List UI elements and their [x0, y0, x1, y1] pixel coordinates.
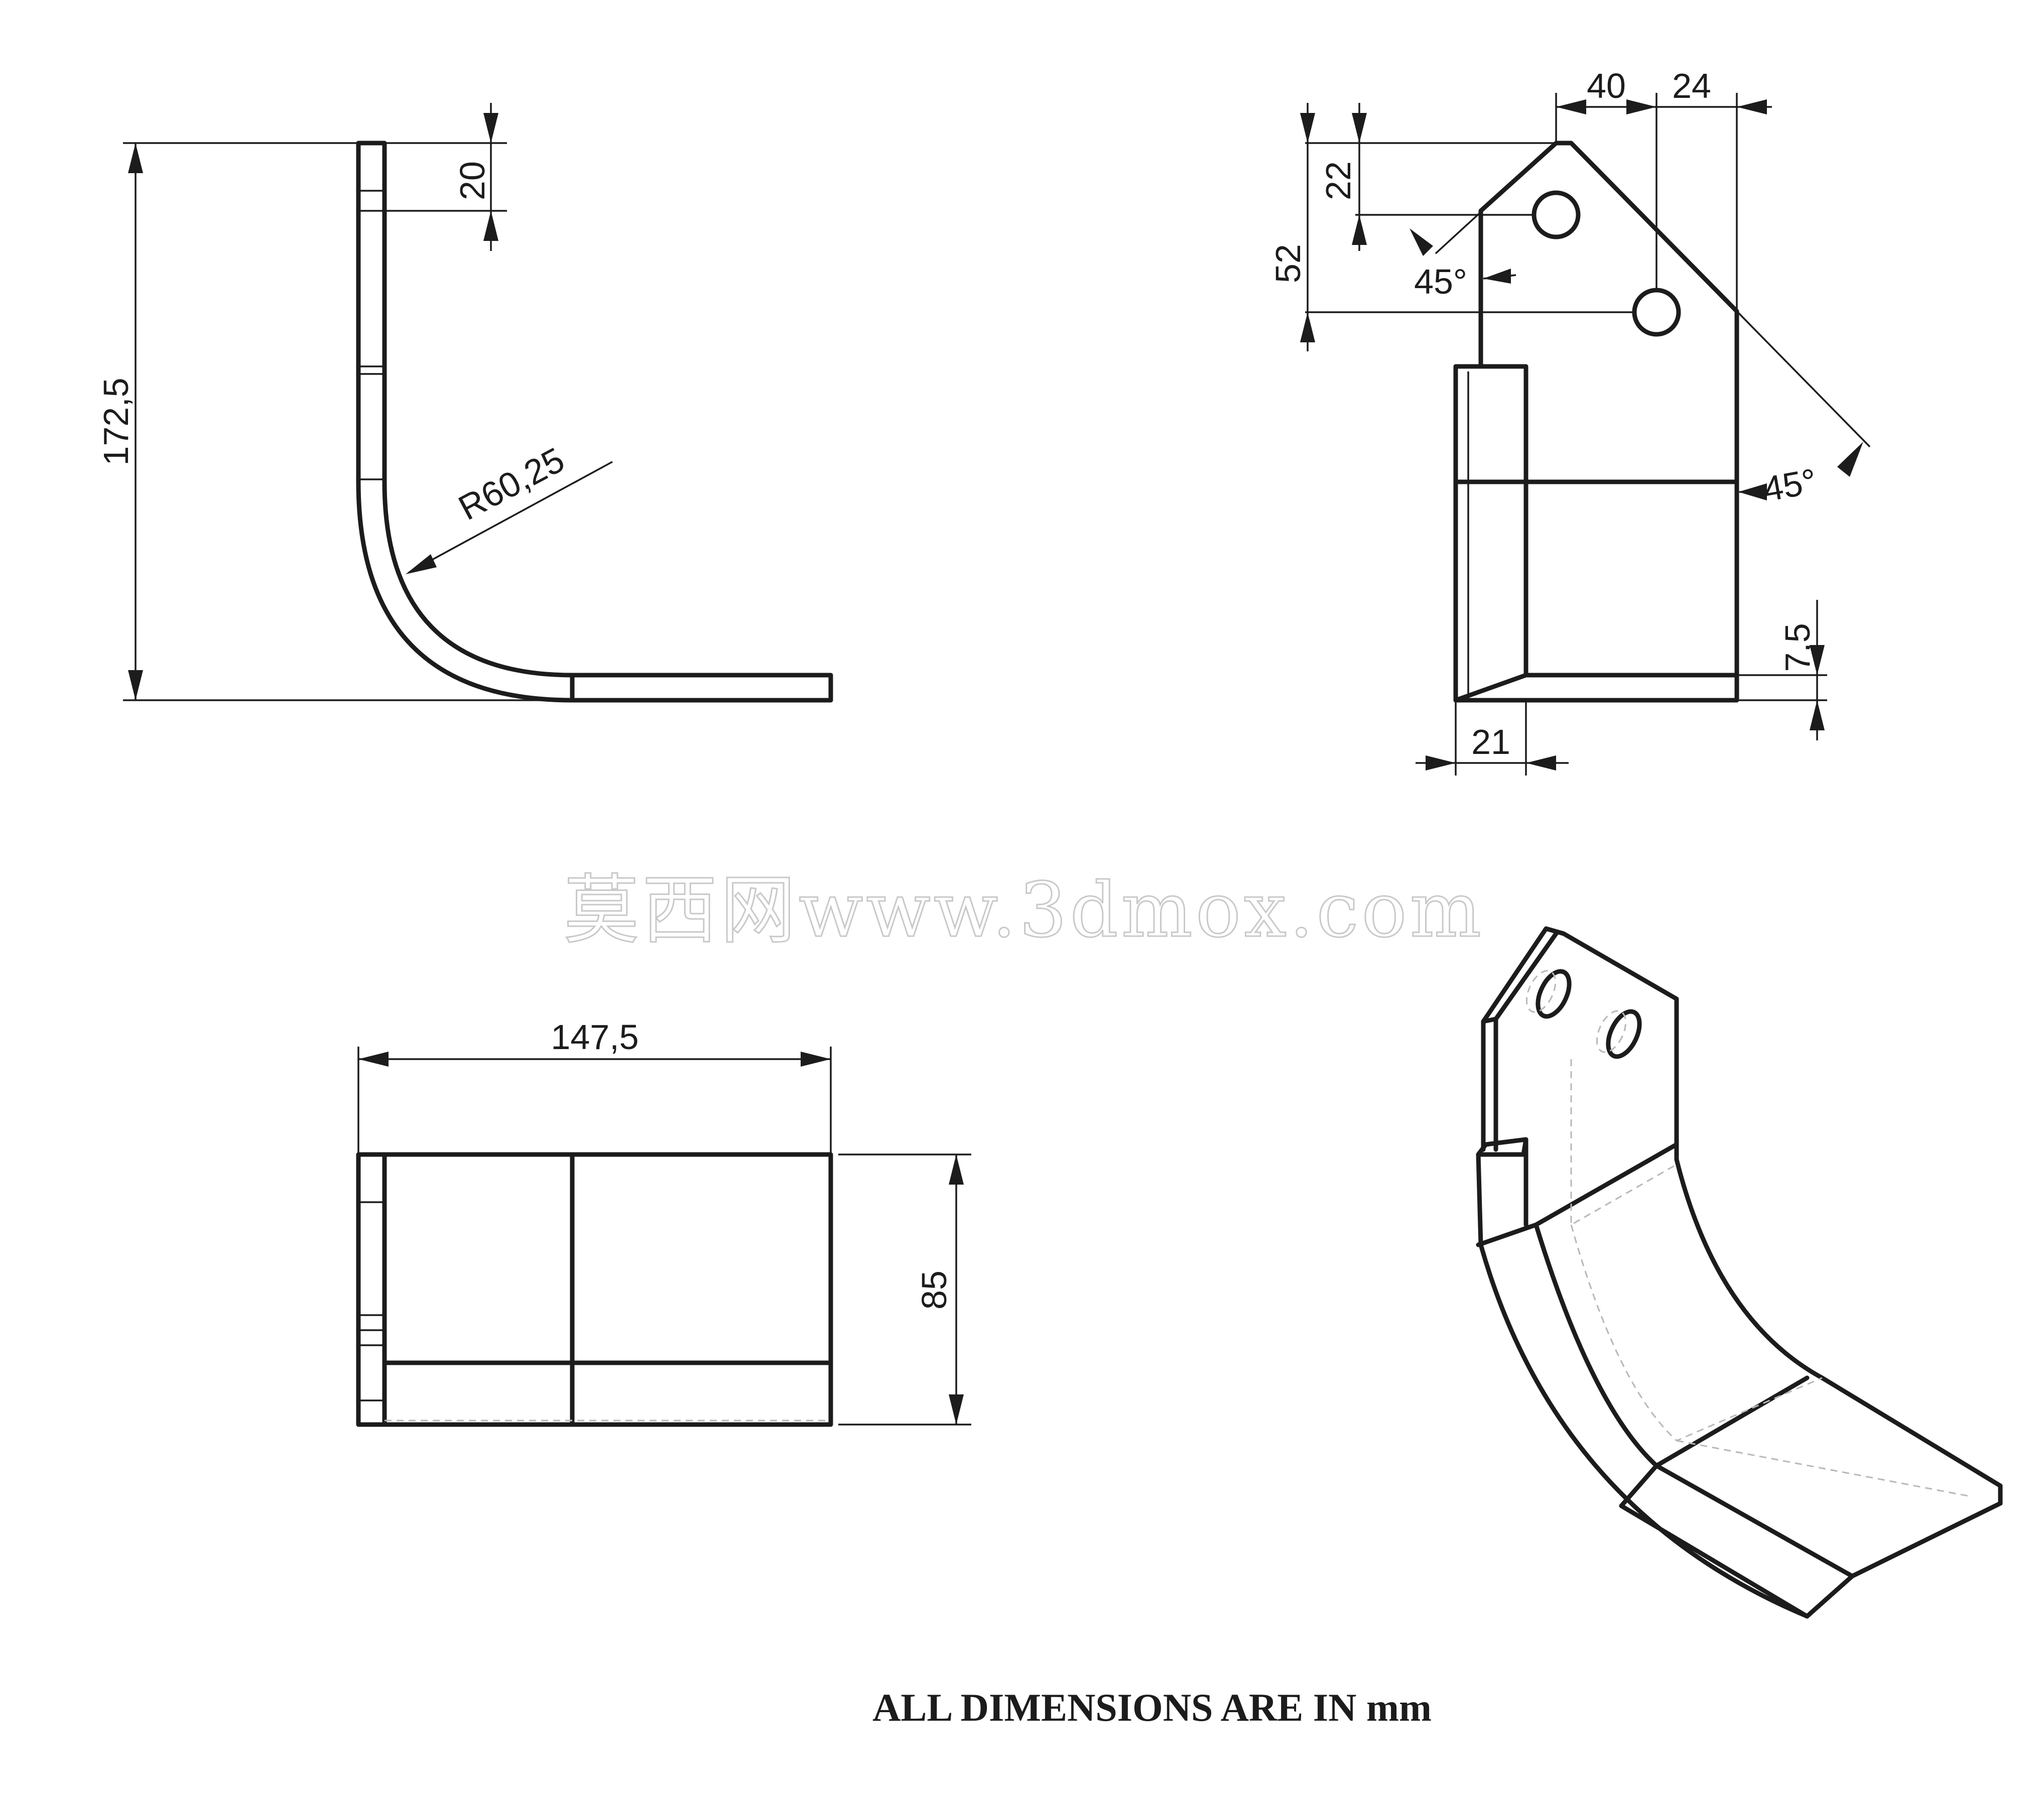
dim-52-arrow-bottom — [1300, 312, 1315, 342]
watermark-text: 莫西网www.3dmox.com — [564, 867, 1484, 954]
dim-172-extension-lines — [123, 142, 572, 701]
dim-40-arrow-right — [1626, 99, 1656, 114]
dim-22-52-extension-lines — [1305, 103, 1636, 351]
angle-45-side-arrow-right — [1837, 442, 1863, 477]
dim-85-extension-lines — [838, 1153, 971, 1426]
dim-147-5-arrow-left — [358, 1052, 389, 1067]
dim-85-label: 85 — [915, 1270, 954, 1310]
dim-20-arrow-bottom — [483, 211, 498, 241]
dim-147-5-label: 147,5 — [551, 1017, 638, 1057]
dim-24-arrow-right — [1737, 99, 1767, 114]
front-view-plate-outline — [1453, 141, 1739, 703]
dim-172-5-label: 172,5 — [96, 377, 136, 465]
iso-outer-profile — [1476, 926, 2003, 1619]
dim-172-arrow-top — [128, 143, 143, 173]
dim-40-arrow-left — [1556, 99, 1586, 114]
dim-7-5-arrow-top — [1810, 645, 1825, 675]
angle-45-side-label: 45° — [1760, 461, 1820, 509]
dim-r60-25-label: R60,25 — [452, 440, 571, 528]
iso-hole-lower-back — [1596, 1010, 1627, 1053]
iso-hole-upper-back — [1525, 970, 1557, 1013]
iso-hole-upper — [1536, 969, 1572, 1019]
dim-85-arrow-bottom — [949, 1394, 964, 1425]
angle-45-side-arrow-left — [1738, 483, 1767, 500]
dimensions-note: ALL DIMENSIONS ARE IN mm — [872, 1686, 1432, 1729]
mounting-hole-lower — [1632, 288, 1681, 337]
angle-45-top-label: 45° — [1414, 262, 1467, 301]
top-view: 147,5 85 — [356, 1017, 971, 1427]
dim-40-label: 40 — [1587, 66, 1626, 105]
dim-52-arrow-top — [1300, 113, 1315, 143]
dim-52-label: 52 — [1268, 244, 1308, 283]
dim-24-label: 24 — [1672, 66, 1711, 105]
top-view-shank-detail — [358, 1201, 385, 1401]
side-view-shank-joints — [358, 190, 385, 480]
radius-leader-arrow — [406, 554, 437, 574]
dim-22-label: 22 — [1319, 161, 1358, 200]
dim-21-label: 21 — [1471, 722, 1510, 761]
dim-7-5-label: 7,5 — [1778, 623, 1817, 672]
iso-hidden-edges — [1570, 1059, 1968, 1497]
top-view-outline — [356, 1152, 833, 1427]
isometric-view — [1476, 926, 2003, 1619]
mounting-hole-upper — [1531, 190, 1581, 239]
dim-40-24-extension-lines — [1555, 93, 1772, 311]
dim-21-arrow-right — [1526, 755, 1556, 770]
dim-172-arrow-bottom — [128, 670, 143, 700]
side-view: 172,5 20 R60,25 — [96, 103, 833, 703]
dim-147-5-extension-lines — [357, 1047, 832, 1154]
dim-22-arrow-top — [1352, 113, 1367, 143]
dim-7-5-arrow-bottom — [1810, 700, 1825, 730]
side-view-shank — [356, 141, 387, 484]
dim-21-arrow-left — [1426, 755, 1456, 770]
angle-45-top-leaders — [1435, 142, 1557, 280]
side-view-blade — [570, 673, 833, 703]
dim-20-arrow-top — [483, 113, 498, 143]
dim-20-label: 20 — [453, 161, 492, 200]
iso-hole-lower — [1606, 1009, 1642, 1059]
radius-leader-line — [409, 461, 613, 573]
dim-85-arrow-top — [949, 1154, 964, 1185]
angle-45-top-arrow-right — [1483, 269, 1511, 284]
angle-45-top-arrow-left — [1410, 228, 1433, 256]
dim-22-arrow-bottom — [1352, 215, 1367, 245]
front-view-blade-lines — [1453, 364, 1739, 703]
iso-front-edges — [1476, 931, 2003, 1619]
side-view-bend — [356, 479, 575, 703]
front-view: 40 24 22 52 45° 45° 7,5 21 — [1268, 66, 1871, 776]
dim-147-5-arrow-right — [801, 1052, 831, 1067]
top-view-internal-lines — [382, 1152, 833, 1427]
